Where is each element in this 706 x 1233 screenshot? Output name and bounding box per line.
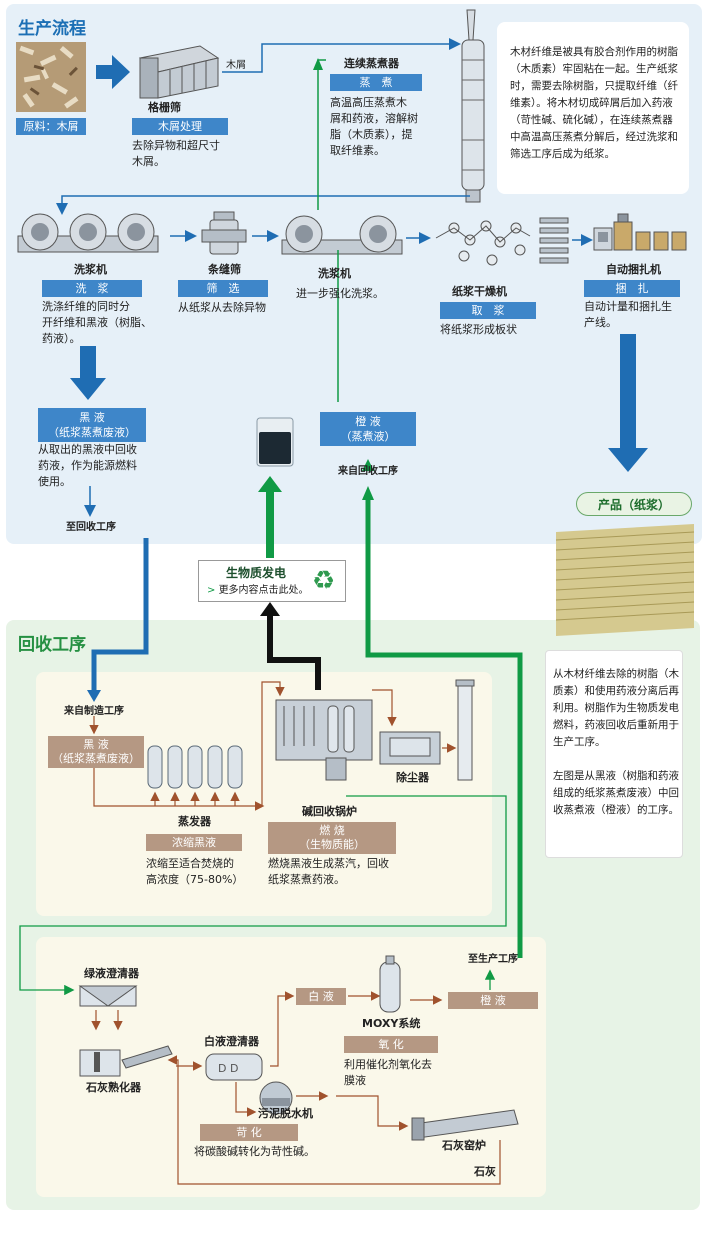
evaporator-name: 蒸发器 bbox=[178, 815, 211, 828]
to-recovery-label: 至回收工序 bbox=[66, 522, 116, 533]
right-info-box bbox=[545, 650, 683, 858]
washer-drums bbox=[17, 213, 159, 253]
washer2-name: 洗浆机 bbox=[318, 267, 351, 280]
biomass-link-text[interactable]: 更多内容点击此处。 bbox=[218, 585, 309, 596]
recovery-inner-top bbox=[36, 672, 492, 916]
digester-desc: 高温高压蒸煮木 屑和药液，溶解树 脂（木质素），提 取纤维素。 bbox=[330, 96, 418, 157]
dryer-desc: 将纸浆形成板状 bbox=[440, 323, 517, 336]
lime-kiln bbox=[411, 1109, 519, 1141]
washer2-desc: 进一步强化洗浆。 bbox=[296, 287, 384, 300]
dryer-stack bbox=[539, 217, 569, 264]
slot-screen-name: 条缝筛 bbox=[208, 263, 241, 276]
wood-chips-image bbox=[16, 42, 86, 112]
pulp-product-stack bbox=[555, 524, 695, 636]
green-clarifier-name: 绿液澄清器 bbox=[84, 967, 139, 980]
oxidation-label: 氧 化 bbox=[344, 1036, 438, 1053]
baler-label: 捆 扎 bbox=[584, 280, 680, 297]
digester-name: 连续蒸煮器 bbox=[344, 57, 399, 70]
digester-tower bbox=[461, 9, 485, 203]
boiler-name: 碱回收锅炉 bbox=[302, 805, 357, 818]
baler-desc: 自动计量和捆扎生 产线。 bbox=[584, 300, 672, 329]
kiln-name: 石灰窑炉 bbox=[442, 1139, 486, 1152]
oxidation-desc: 利用催化剂氧化去 膜液 bbox=[344, 1058, 432, 1087]
washer-name: 洗浆机 bbox=[74, 263, 107, 276]
chevron-right-icon: > bbox=[207, 585, 219, 596]
chimney bbox=[455, 679, 475, 781]
product-label: 产品（纸浆） bbox=[576, 492, 692, 516]
pulp-dryer-name: 纸浆干燥机 bbox=[452, 285, 507, 298]
digester-label: 蒸 煮 bbox=[330, 74, 422, 91]
moxy-vessel bbox=[379, 955, 401, 1013]
recycle-icon: ♻ bbox=[312, 566, 336, 596]
dust-collector bbox=[379, 731, 441, 765]
white-liquor-label: 白 液 bbox=[296, 988, 346, 1005]
woodchip-process-label: 木屑处理 bbox=[132, 118, 228, 135]
top-info-text: 木材纤维是被具有胶合剂作用的树脂（木质素）牢固粘在一起。生产纸浆时，需要去除树脂… bbox=[510, 46, 678, 160]
raw-material-label: 原料：木屑 bbox=[16, 118, 86, 135]
to-production-label: 至生产工序 bbox=[468, 954, 518, 965]
biomass-box[interactable] bbox=[198, 560, 346, 602]
black-liquor-recovery-label: 黑 液 （纸浆蒸煮废液） bbox=[48, 736, 144, 768]
slaker-name: 石灰熟化器 bbox=[86, 1081, 141, 1094]
black-liquor-beaker bbox=[256, 417, 294, 467]
washer-label: 洗 浆 bbox=[42, 280, 142, 297]
dryer-label: 取 浆 bbox=[440, 302, 536, 319]
screen-label: 筛 选 bbox=[178, 280, 268, 297]
evaporator-desc: 浓缩至适合焚烧的 高浓度（75-80%） bbox=[146, 857, 244, 886]
moxy-name: MOXY系统 bbox=[362, 1017, 421, 1030]
from-production-label: 来自制造工序 bbox=[64, 706, 124, 717]
top-info-box bbox=[497, 22, 689, 194]
evaporator-label: 浓缩黑液 bbox=[146, 834, 242, 851]
white-clarifier: D D bbox=[205, 1053, 263, 1081]
svg-text:D D: D D bbox=[218, 1062, 238, 1075]
production-title: 生产流程 bbox=[18, 19, 86, 39]
sludge-dewaterer-name: 污泥脱水机 bbox=[258, 1107, 313, 1120]
sludge-dewaterer bbox=[259, 1081, 293, 1115]
recovery-title: 回收工序 bbox=[18, 635, 86, 655]
lime-slaker bbox=[79, 1045, 173, 1077]
recovery-inner-bottom bbox=[36, 937, 546, 1197]
green-clarifier bbox=[78, 985, 138, 1007]
lime-name: 石灰 bbox=[474, 1165, 496, 1178]
washer-desc: 洗涤纤维的同时分 开纤维和黑液（树脂、 药液）。 bbox=[42, 300, 152, 345]
white-clarifier-name: 白液澄清器 bbox=[204, 1035, 259, 1048]
right-info-text: 从木材纤维去除的树脂（木质素）和使用药液分离后再利用。树脂作为生物质发电燃料，药… bbox=[553, 668, 679, 816]
baler-name: 自动捆扎机 bbox=[606, 263, 661, 276]
black-liquor-desc: 从取出的黑液中回收 药液，作为能源燃料 使用。 bbox=[38, 443, 137, 488]
biomass-link[interactable]: > 更多内容点击此处。 bbox=[207, 583, 309, 599]
boiler-desc: 燃烧黑液生成蒸汽，回收 纸浆蒸煮药液。 bbox=[268, 857, 389, 886]
from-recovery-label: 来自回收工序 bbox=[338, 466, 398, 477]
baler-machine bbox=[593, 213, 687, 251]
causticizing-desc: 将碳酸碱转化为苛性碱。 bbox=[194, 1145, 315, 1158]
slot-screen-machine bbox=[201, 211, 247, 255]
washer2-drums bbox=[281, 215, 403, 255]
pulp-dryer-machine bbox=[435, 220, 531, 266]
evaporator-tanks bbox=[147, 745, 243, 789]
causticizing-label: 苛 化 bbox=[200, 1124, 298, 1141]
grate-screen-name: 格栅筛 bbox=[148, 101, 181, 114]
recovery-boiler bbox=[275, 699, 373, 781]
woodchip-desc: 去除异物和超尺寸 木屑。 bbox=[132, 139, 220, 168]
dust-collector-name: 除尘器 bbox=[396, 771, 429, 784]
orange-liquor-label: 橙 液 （蒸煮液） bbox=[320, 412, 416, 446]
biomass-title: 生物质发电 bbox=[226, 566, 287, 580]
grate-screen-machine bbox=[138, 45, 220, 99]
orange-liquor-recovery-label: 橙 液 bbox=[448, 992, 538, 1009]
screen-desc: 从纸浆从去除异物 bbox=[178, 301, 266, 314]
black-liquor-label: 黑 液 （纸浆蒸煮废液） bbox=[38, 408, 146, 442]
boiler-label: 燃 烧 （生物质能） bbox=[268, 822, 396, 854]
woodchip-arrow-label: 木屑 bbox=[226, 60, 246, 71]
